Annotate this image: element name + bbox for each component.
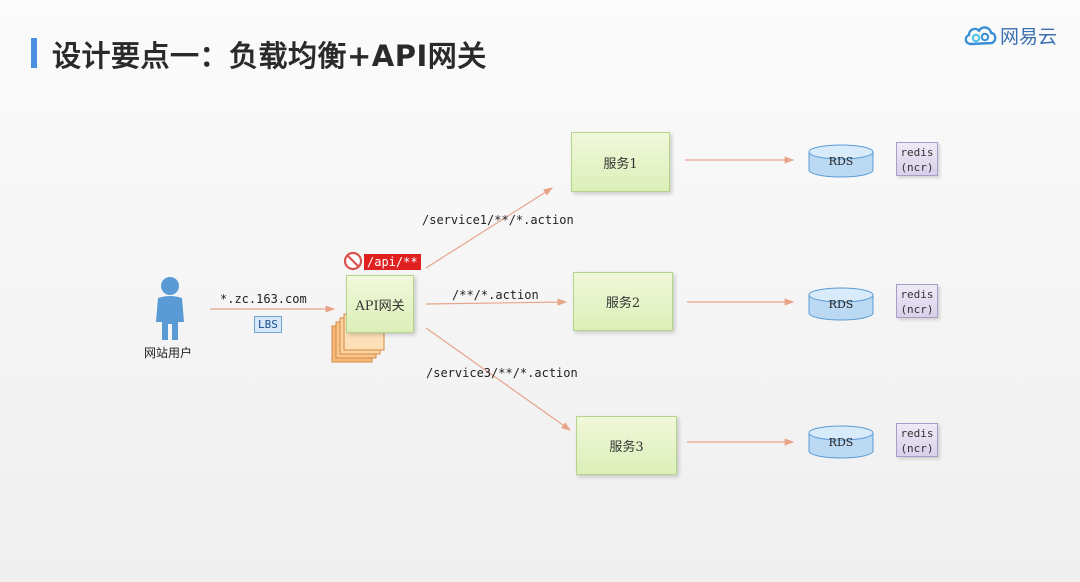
service-node-2: 服务2 [573, 272, 673, 331]
redis-type-3: (ncr) [900, 442, 934, 455]
route-arrow-service2 [425, 298, 568, 306]
title-accent-bar [31, 38, 37, 68]
redis-name-3: redis [900, 427, 934, 440]
rds-cylinder-3 [808, 425, 874, 459]
service-node-1: 服务1 [571, 132, 670, 192]
redis-name-2: redis [900, 288, 934, 301]
redis-name-1: redis [900, 146, 934, 159]
api-gateway-label: API网关 [355, 298, 405, 314]
service-label-1: 服务1 [603, 156, 638, 172]
redis-node-1: redis (ncr) [896, 142, 938, 176]
route-label-service3: /service3/**/*.action [426, 366, 578, 380]
route-arrow-service1 [425, 187, 554, 269]
page-title: 设计要点一：负载均衡+API网关 [52, 39, 487, 73]
cloud-logo-icon [964, 26, 997, 46]
service-label-3: 服务3 [609, 440, 644, 455]
route-label-service2: /**/*.action [452, 288, 539, 302]
redis-node-3: redis (ncr) [896, 423, 938, 457]
rds-cylinder-2 [808, 287, 874, 321]
rds-label-2: RDS [828, 298, 854, 311]
brand-logo: 网易云 [962, 22, 1057, 48]
redis-type-2: (ncr) [900, 303, 934, 316]
lbs-badge: LBS [254, 316, 282, 333]
rds-label-1: RDS [828, 155, 854, 168]
service-node-3: 服务3 [576, 416, 677, 475]
service-label-2: 服务2 [605, 296, 641, 311]
prohibited-icon [343, 251, 363, 271]
domain-label: *.zc.163.com [220, 292, 307, 306]
api-gateway-node: API网关 [346, 275, 414, 333]
rds-label-3: RDS [828, 436, 854, 449]
denied-path-badge: /api/** [364, 254, 421, 270]
user-label: 网站用户 [144, 346, 193, 360]
rds-cylinder-1 [808, 144, 874, 178]
route-label-service1: /service1/**/*.action [422, 213, 574, 227]
brand-name: 网易云 [1000, 25, 1058, 48]
redis-node-2: redis (ncr) [896, 284, 938, 318]
redis-type-1: (ncr) [900, 161, 934, 174]
route-arrow-service3 [425, 327, 571, 431]
user-person-icon [156, 277, 184, 340]
